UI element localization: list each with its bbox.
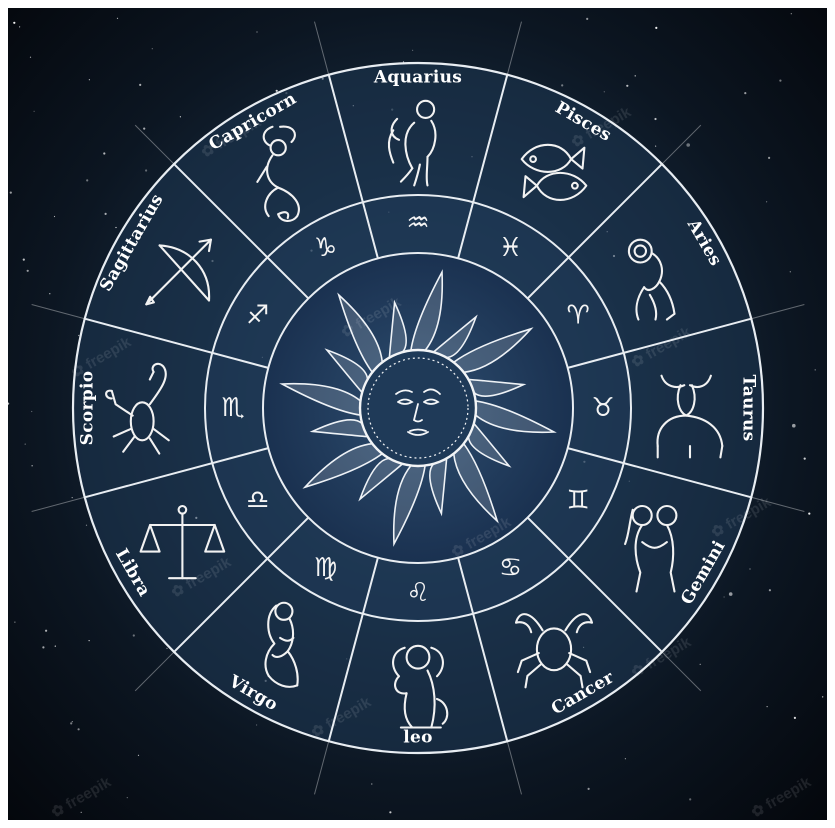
glyph-aquarius: ♒: [406, 208, 429, 238]
glyph-leo: ♌: [406, 578, 429, 608]
sign-label-aquarius: Aquarius: [373, 68, 462, 88]
glyph-capricorn: ♑: [314, 233, 337, 263]
divider-ray: [314, 741, 328, 794]
glyph-gemini: ♊: [567, 486, 590, 516]
divider-ray: [662, 125, 701, 164]
divider-ray: [507, 22, 521, 75]
sign-label-taurus: Taurus: [739, 374, 759, 441]
divider-ray: [135, 652, 174, 691]
glyph-scorpio: ♏: [221, 393, 244, 423]
glyph-pisces: ♓: [499, 233, 522, 263]
divider-ray: [314, 22, 328, 75]
glyph-cancer: ♋: [499, 553, 522, 583]
glyph-virgo: ♍: [314, 553, 337, 583]
divider-ray: [507, 741, 521, 794]
glyph-taurus: ♉: [591, 393, 614, 423]
sign-label-scorpio: Scorpio: [78, 371, 98, 446]
sign-label-leo: leo: [403, 728, 433, 748]
divider-ray: [751, 304, 804, 318]
zodiac-illustration: AquariusPiscesAriesTaurusGeminiCancerleo…: [8, 8, 827, 820]
glyph-sagittarius: ♐: [246, 301, 269, 331]
sun-disc: [360, 350, 476, 466]
zodiac-wheel: AquariusPiscesAriesTaurusGeminiCancerleo…: [8, 8, 827, 820]
divider-ray: [135, 125, 174, 164]
divider-ray: [32, 304, 85, 318]
divider-ray: [32, 497, 85, 511]
glyph-libra: ♎: [246, 486, 269, 516]
glyph-aries: ♈: [567, 301, 590, 331]
